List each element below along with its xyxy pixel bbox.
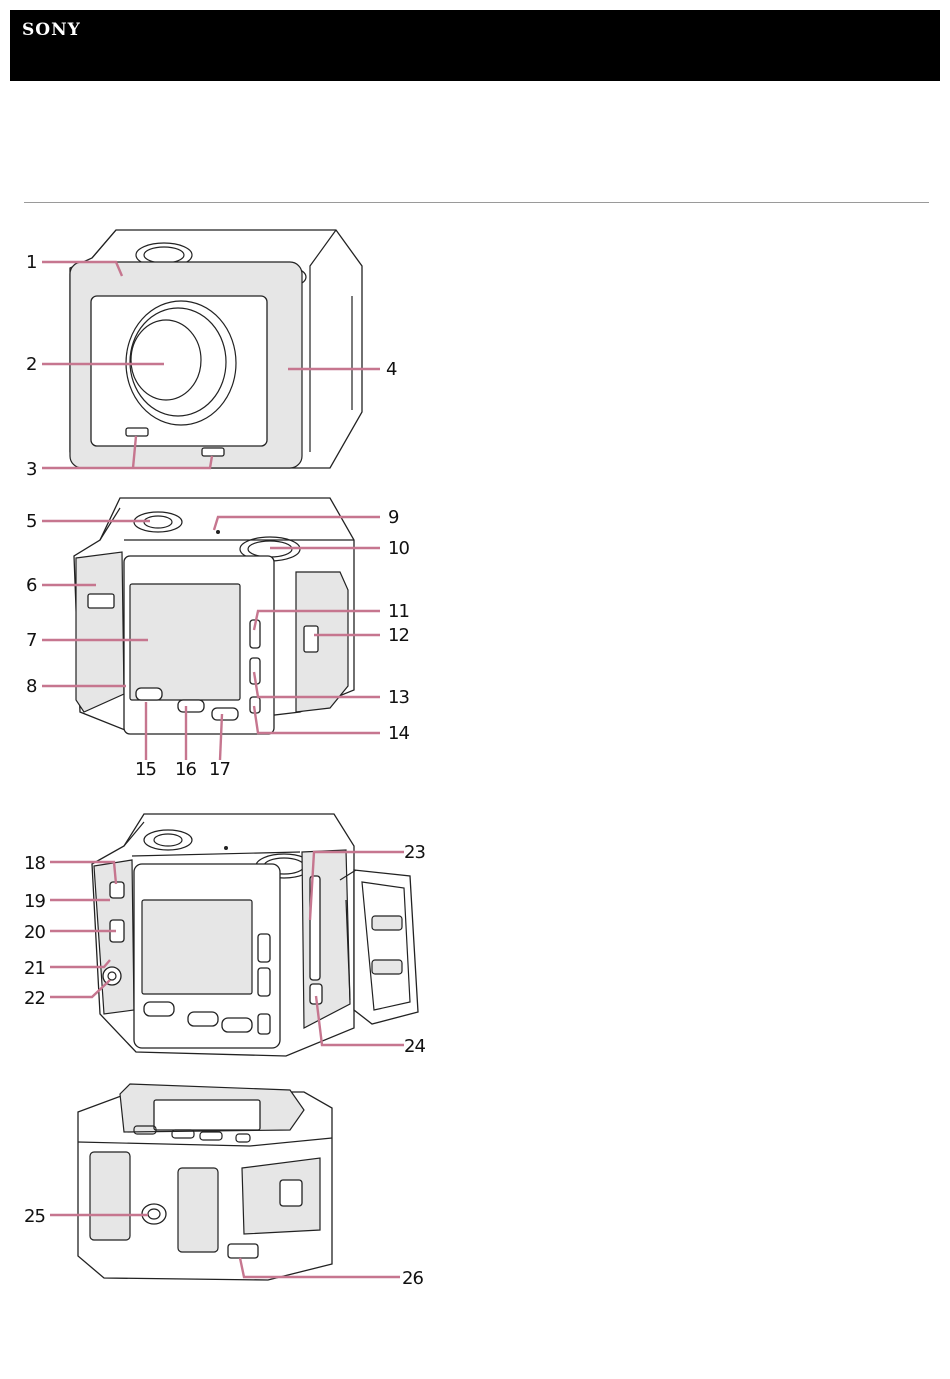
callout-label-11: 11: [388, 601, 409, 622]
front-view-camera: [70, 230, 362, 468]
callout-label-18: 18: [24, 853, 45, 874]
callout-label-13: 13: [388, 687, 409, 708]
callout-label-9: 9: [388, 507, 399, 528]
callout-label-3: 3: [26, 459, 37, 480]
callout-label-14: 14: [388, 723, 409, 744]
callout-label-20: 20: [24, 922, 45, 943]
callout-label-8: 8: [26, 676, 37, 697]
back-view-camera: [74, 498, 354, 734]
callout-label-10: 10: [388, 538, 409, 559]
callout-label-2: 2: [26, 354, 36, 375]
callout-label-21: 21: [24, 958, 45, 979]
side-view-camera: [92, 814, 418, 1056]
callout-label-25: 25: [24, 1206, 45, 1227]
callout-label-26: 26: [402, 1268, 423, 1289]
callout-label-5: 5: [26, 511, 36, 532]
callout-label-15: 15: [135, 759, 156, 780]
callout-label-4: 4: [386, 359, 397, 380]
callout-label-7: 7: [26, 630, 36, 651]
callout-label-19: 19: [24, 891, 45, 912]
bottom-view-camera: [78, 1084, 332, 1280]
callout-label-6: 6: [26, 575, 37, 596]
callout-label-12: 12: [388, 625, 409, 646]
callout-label-22: 22: [24, 988, 45, 1009]
callout-label-16: 16: [175, 759, 196, 780]
callout-label-24: 24: [404, 1036, 425, 1057]
callout-label-1: 1: [26, 252, 36, 273]
callout-label-17: 17: [209, 759, 230, 780]
callout-label-23: 23: [404, 842, 425, 863]
